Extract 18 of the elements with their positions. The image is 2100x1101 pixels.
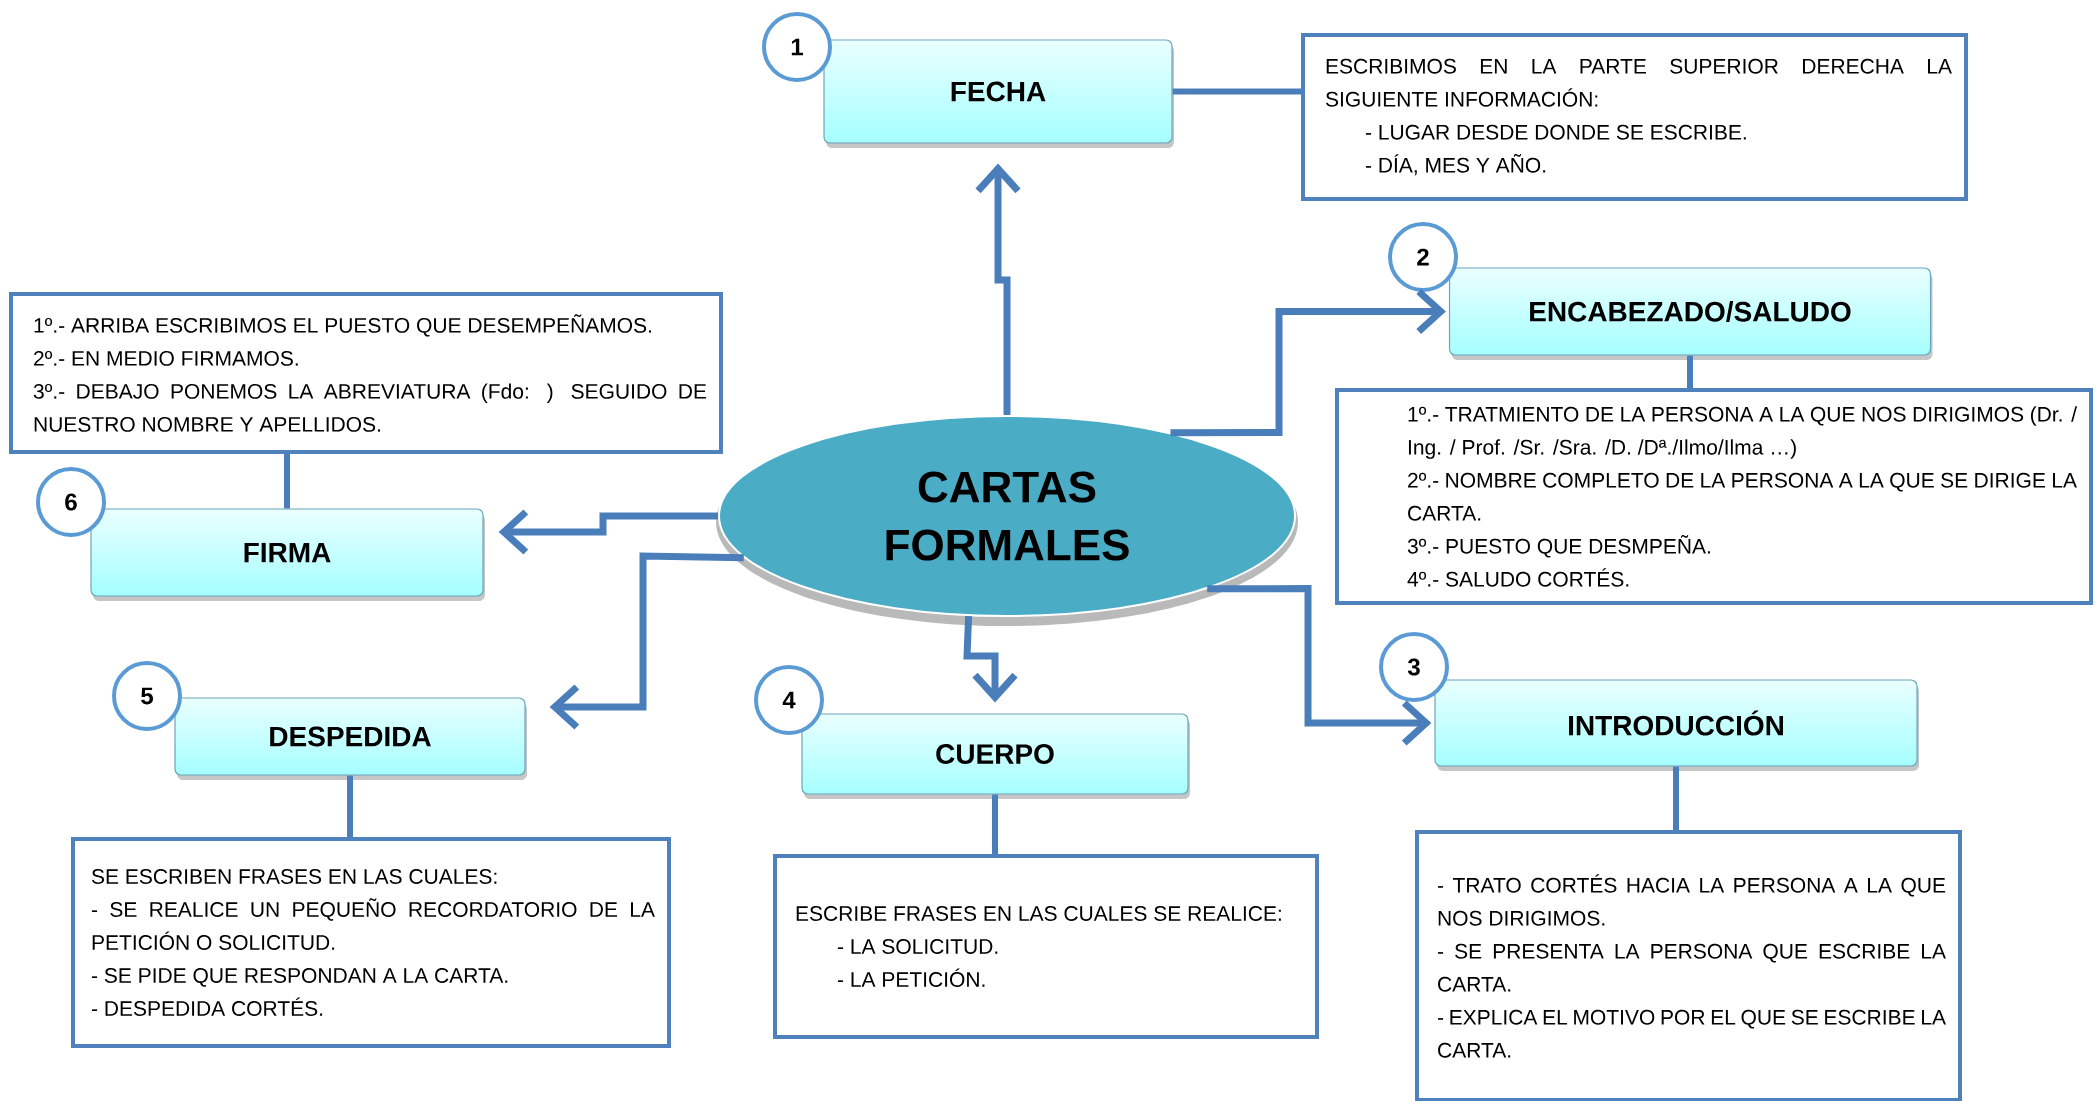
text-box: 1º.- ARRIBA ESCRIBIMOS EL PUESTO QUE DESEMPEÑAMOS. 2º.- EN MEDIO FIRMAMOS. 3º.- DEBAJO PONEMOS LA ABREVIATURA (Fdo: ) SEGUIDO DE NUESTRO NOMBRE Y APELLIDOS. xyxy=(9,292,723,454)
title-box: FIRMA xyxy=(90,508,485,601)
connector-line xyxy=(284,454,290,509)
text-box: ESCRIBIMOS EN LA PARTE SUPERIOR DERECHA LA SIGUIENTE INFORMACIÓN: - LUGAR DESDE DONDE SE ESCRIBE. - DÍA, MES Y AÑO. xyxy=(1301,33,1968,201)
text-box: ESCRIBE FRASES EN LAS CUALES SE REALICE: - LA SOLICITUD. - LA PETICIÓN. xyxy=(773,854,1319,1039)
connector-line xyxy=(1687,355,1693,388)
title-box: ENCABEZADO/SALUDO xyxy=(1448,267,1933,360)
text-box: 1º.- TRATMIENTO DE LA PERSONA A LA QUE NOS DIRIGIMOS (Dr. / Ing. / Prof. /Sr. /Sra. /D. /Dª./Ilmo/Ilma …) 2º.- NOMBRE COMPLETO DE LA PERSONA A LA QUE SE DIRIGE LA CARTA. 3º.- PUESTO QUE DESMPEÑA. 4º.- SALUDO CORTÉS. xyxy=(1335,388,2094,605)
connector-line xyxy=(1673,766,1679,830)
connector-line xyxy=(1172,88,1301,95)
text-box: - TRATO CORTÉS HACIA LA PERSONA A LA QUE NOS DIRIGIMOS. - SE PRESENTA LA PERSONA QUE ESCRIBE LA CARTA. - EXPLICA EL MOTIVO POR EL QUE SE ESCRIBE LA CARTA. xyxy=(1415,830,1963,1101)
connector-line xyxy=(992,794,998,854)
title-box: DESPEDIDA xyxy=(174,697,527,780)
title-box: CUERPO xyxy=(801,713,1190,799)
title-box: INTRODUCCIÓN xyxy=(1434,679,1919,771)
connector-line xyxy=(347,775,353,837)
text-box: SE ESCRIBEN FRASES EN LAS CUALES: - SE REALICE UN PEQUEÑO RECORDATORIO DE LA PETICIÓN O SOLICITUD. - SE PIDE QUE RESPONDAN A LA CARTA. - DESPEDIDA CORTÉS. xyxy=(71,837,671,1048)
title-box: FECHA xyxy=(823,39,1174,148)
